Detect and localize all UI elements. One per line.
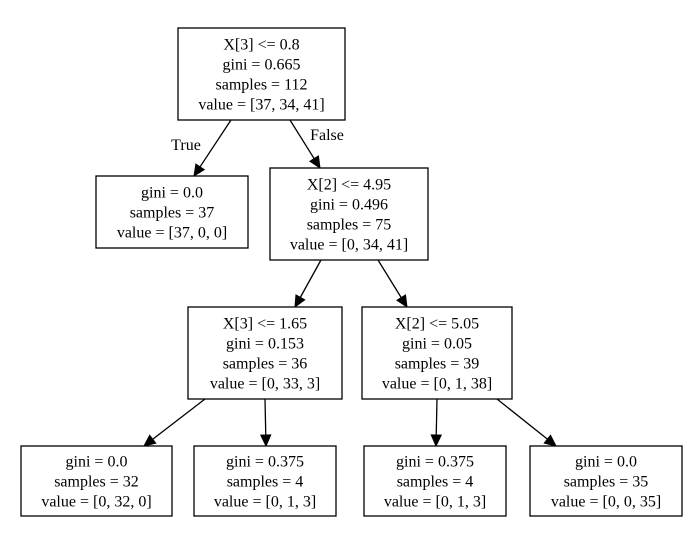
tree-node-leaf-setosa: gini = 0.0 samples = 37 value = [37, 0, 0] xyxy=(95,175,249,249)
tree-node-split-petal-length: X[2] <= 4.95 gini = 0.496 samples = 75 valu… xyxy=(269,167,429,261)
edge-label-true: True xyxy=(171,137,201,154)
node-line: gini = 0.0 xyxy=(141,185,203,202)
node-box xyxy=(529,445,683,517)
tree-node-leaf-b: gini = 0.375 samples = 4 value = [0, 1, 3] xyxy=(193,445,337,517)
node-line: samples = 39 xyxy=(395,356,480,373)
node-line: value = [0, 0, 35] xyxy=(551,494,661,511)
node-box xyxy=(363,445,507,517)
node-line: samples = 4 xyxy=(227,474,304,491)
node-line: gini = 0.665 xyxy=(223,57,301,74)
arrow-head xyxy=(294,294,306,309)
node-box xyxy=(187,306,343,400)
node-line: value = [0, 34, 41] xyxy=(290,237,408,254)
node-line: gini = 0.375 xyxy=(226,454,304,471)
edge-split-petal-length-to-split-petal-length-2 xyxy=(377,259,402,298)
node-line: value = [0, 1, 3] xyxy=(384,494,486,511)
tree-edges xyxy=(143,119,557,448)
node-line: gini = 0.0 xyxy=(575,454,637,471)
arrow-head xyxy=(543,434,557,447)
node-line: samples = 32 xyxy=(54,474,139,491)
edge-split-petal-length-to-split-petal-width xyxy=(299,259,322,298)
node-line: samples = 36 xyxy=(223,356,308,373)
node-line: value = [37, 34, 41] xyxy=(198,97,324,114)
node-line: gini = 0.05 xyxy=(402,336,472,353)
node-line: gini = 0.496 xyxy=(310,197,388,214)
node-line: value = [0, 1, 3] xyxy=(214,494,316,511)
arrow-head xyxy=(193,163,206,178)
tree-node-split-petal-width: X[3] <= 1.65 gini = 0.153 samples = 36 valu… xyxy=(187,306,343,400)
tree-nodes: X[3] <= 0.8 gini = 0.665 samples = 112 valu… xyxy=(20,27,683,517)
node-box xyxy=(95,175,249,249)
edge-root-to-leaf-setosa xyxy=(199,119,232,168)
edge-split-petal-length-2-to-leaf-c xyxy=(435,398,438,436)
edge-split-petal-width-to-leaf-a xyxy=(152,398,206,440)
arrow-head xyxy=(396,294,408,309)
node-line: X[2] <= 4.95 xyxy=(307,177,391,194)
arrow-head xyxy=(430,434,443,448)
node-line: value = [0, 33, 3] xyxy=(210,376,320,393)
node-line: value = [0, 32, 0] xyxy=(41,494,151,511)
tree-node-leaf-d: gini = 0.0 samples = 35 value = [0, 0, 35] xyxy=(529,445,683,517)
node-line: gini = 0.375 xyxy=(396,454,474,471)
node-line: samples = 4 xyxy=(397,474,474,491)
edge-root-to-split-petal-length xyxy=(289,119,315,160)
node-line: X[3] <= 1.65 xyxy=(223,316,307,333)
edge-label-false: False xyxy=(310,127,344,144)
arrow-head xyxy=(259,434,272,448)
node-line: value = [37, 0, 0] xyxy=(117,225,227,242)
node-line: gini = 0.153 xyxy=(226,336,304,353)
node-line: X[3] <= 0.8 xyxy=(223,37,299,54)
tree-node-leaf-c: gini = 0.375 samples = 4 value = [0, 1, 3] xyxy=(363,445,507,517)
edge-split-petal-width-to-leaf-b xyxy=(264,398,267,436)
node-line: value = [0, 1, 38] xyxy=(382,376,492,393)
node-line: samples = 112 xyxy=(216,77,308,94)
arrow-head xyxy=(309,155,321,170)
node-line: samples = 75 xyxy=(307,217,392,234)
node-line: X[2] <= 5.05 xyxy=(395,316,479,333)
node-line: samples = 35 xyxy=(564,474,649,491)
node-box xyxy=(269,167,429,261)
node-line: gini = 0.0 xyxy=(66,454,128,471)
tree-node-split-petal-length-2: X[2] <= 5.05 gini = 0.05 samples = 39 value… xyxy=(361,306,513,400)
node-box xyxy=(177,27,346,121)
node-line: samples = 37 xyxy=(130,205,215,222)
tree-node-root: X[3] <= 0.8 gini = 0.665 samples = 112 valu… xyxy=(177,27,346,121)
tree-node-leaf-a: gini = 0.0 samples = 32 value = [0, 32, 0] xyxy=(20,445,173,517)
node-box xyxy=(20,445,173,517)
node-box xyxy=(361,306,513,400)
edge-split-petal-length-2-to-leaf-d xyxy=(496,398,548,440)
node-box xyxy=(193,445,337,517)
arrow-head xyxy=(143,434,157,447)
